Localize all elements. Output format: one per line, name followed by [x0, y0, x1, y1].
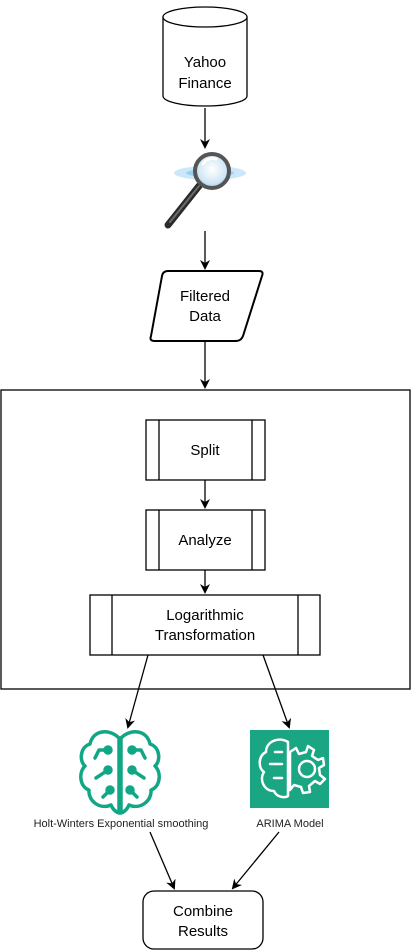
database-label-line1: Yahoo: [184, 54, 226, 71]
filtered-label-line2: Data: [189, 308, 221, 325]
filtered-data-node: Filtered Data: [149, 270, 264, 342]
arima-label: ARIMA Model: [256, 818, 323, 830]
processing-group-container: [0, 389, 411, 690]
edge-holt-to-combine: [149, 831, 176, 890]
magnifier-icon: [164, 152, 246, 229]
edge-arima-to-combine: [231, 831, 280, 890]
database-label-line2: Finance: [178, 75, 231, 92]
split-process-node: Split: [145, 419, 266, 481]
log-label-line2: Transformation: [155, 627, 255, 644]
analyze-process-node: Analyze: [145, 509, 266, 571]
brain-circuit-icon: [79, 730, 161, 815]
split-label: Split: [190, 442, 220, 459]
combine-label-line1: Combine: [173, 903, 233, 920]
brain-gear-icon: [250, 730, 329, 808]
edge-log-to-holt: [125, 654, 149, 729]
filtered-label-line1: Filtered: [180, 288, 230, 305]
combine-label-line2: Results: [178, 923, 228, 940]
log-transformation-node: Logarithmic Transformation: [89, 594, 321, 656]
log-label-line1: Logarithmic: [166, 607, 244, 624]
yahoo-finance-database: Yahoo Finance: [162, 6, 248, 107]
analyze-label: Analyze: [178, 532, 231, 549]
holt-winters-label: Holt-Winters Exponential smoothing: [34, 818, 209, 830]
edge-log-to-arima: [262, 654, 291, 729]
combine-results-node: Combine Results: [142, 890, 264, 950]
